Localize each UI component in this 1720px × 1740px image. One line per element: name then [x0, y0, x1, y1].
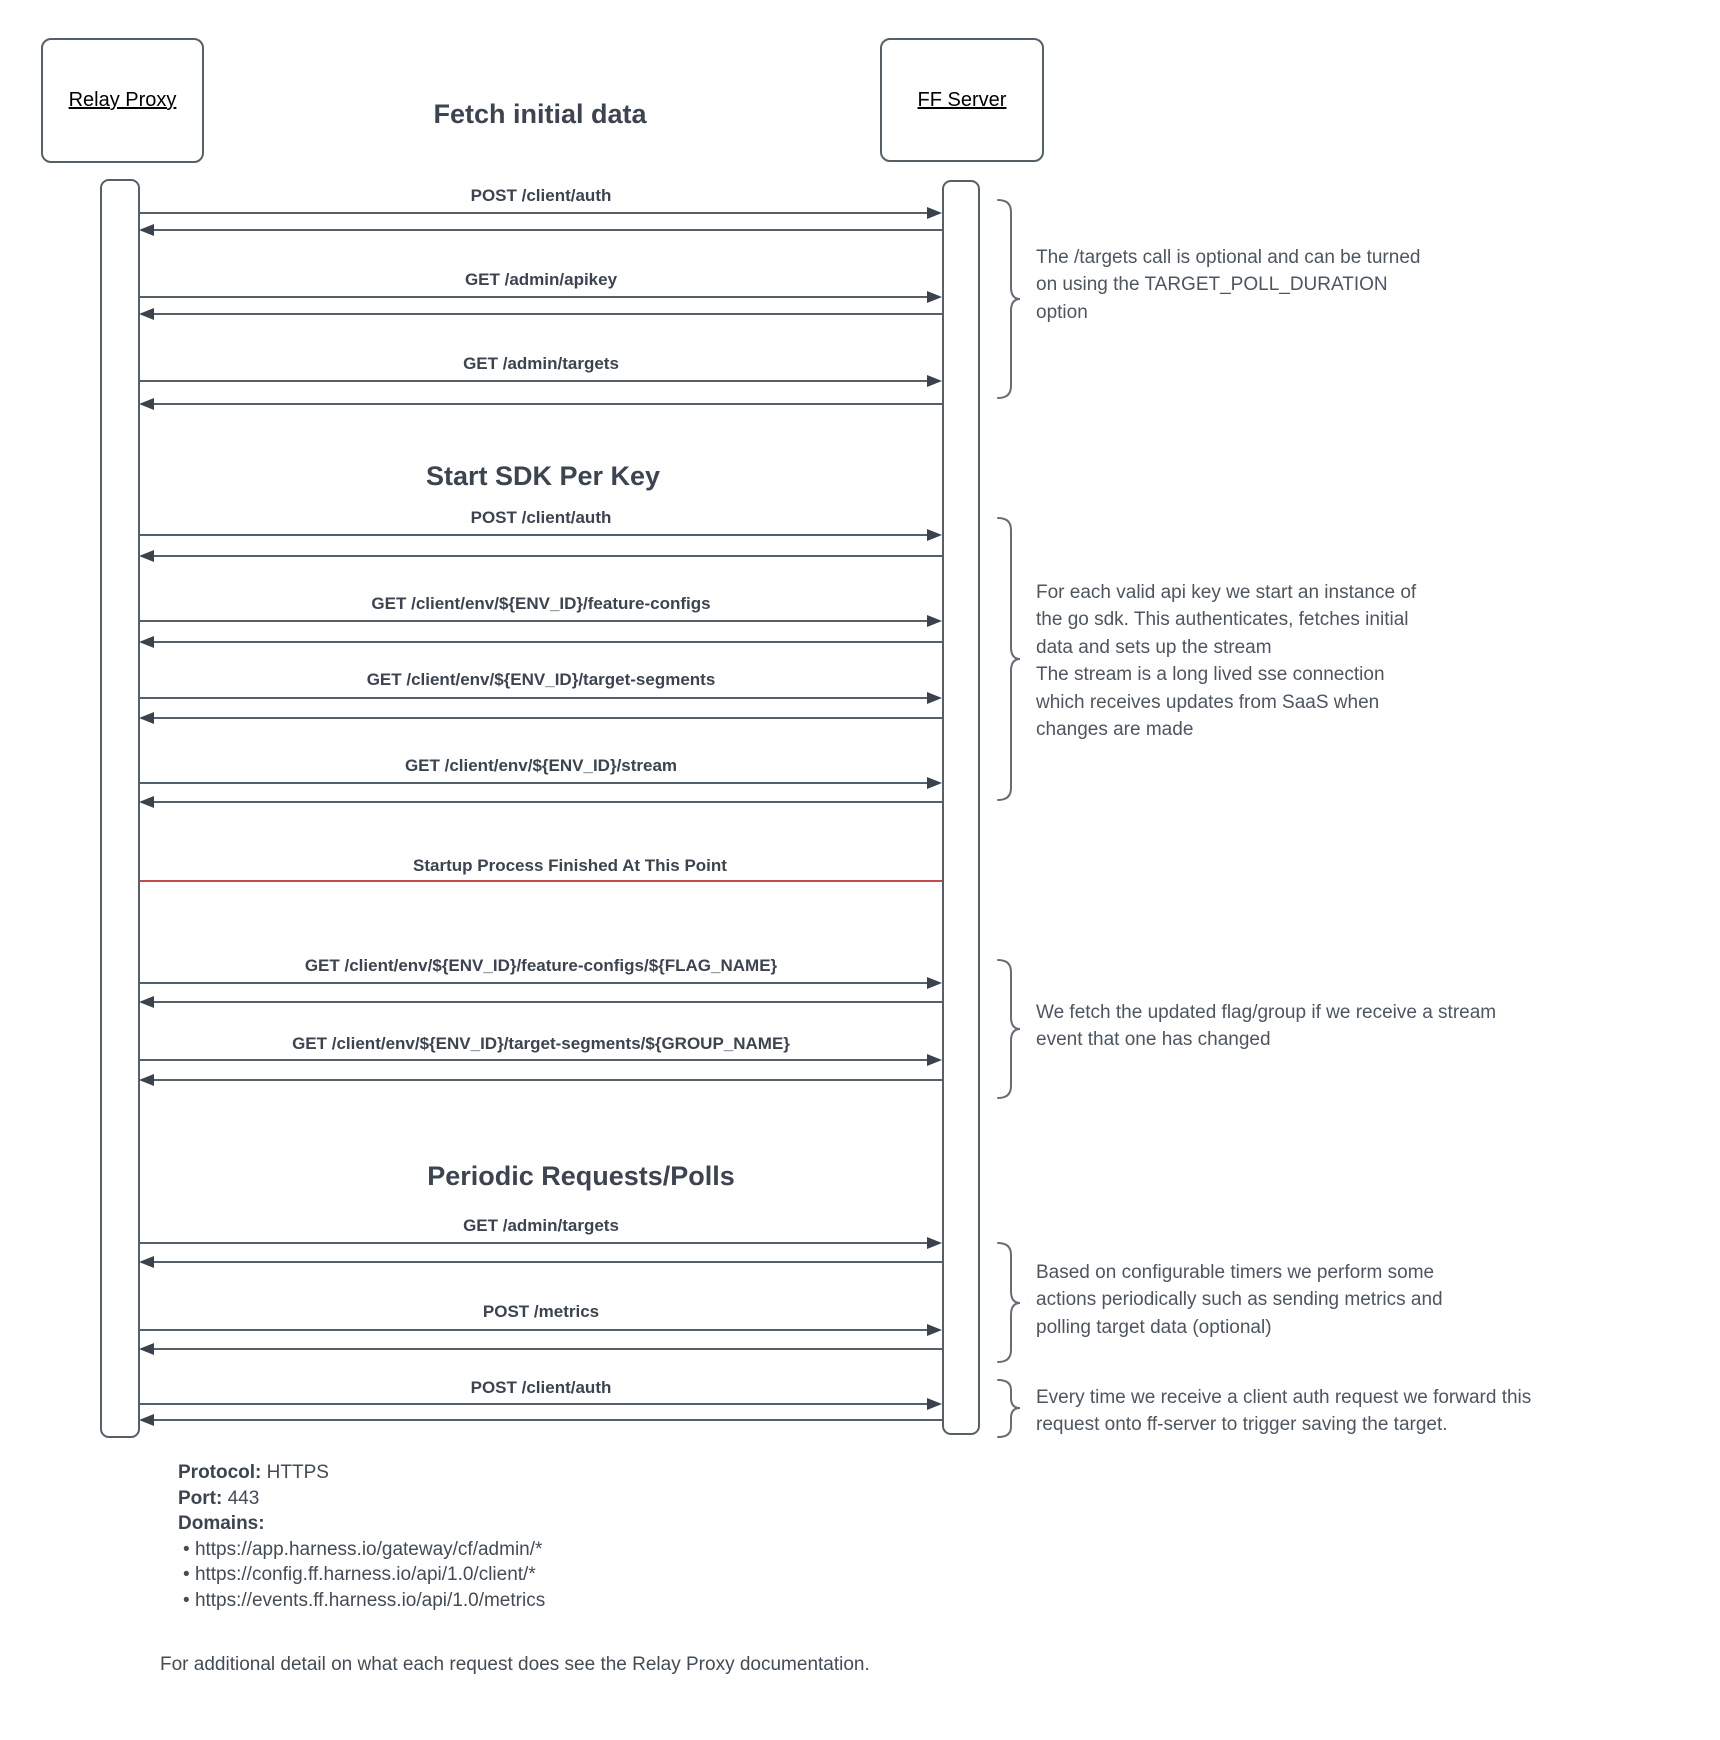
connection-info: Protocol: HTTPS Port: 443 Domains: https… [178, 1460, 545, 1613]
protocol-value: HTTPS [266, 1462, 329, 1483]
separator-label: Startup Process Finished At This Point [413, 856, 727, 875]
response-arrowhead-icon [139, 1256, 154, 1268]
response-line [154, 801, 942, 803]
annotation-targets-optional: The /targets call is optional and can be… [1036, 247, 1421, 323]
response-line [154, 1079, 942, 1081]
domain-url: https://app.harness.io/gateway/cf/admin/… [178, 1537, 545, 1563]
actor-relay-proxy: Relay Proxy [41, 38, 204, 163]
response-arrowhead-icon [139, 796, 154, 808]
brace-periodic-timers [997, 1242, 1021, 1363]
message-label: GET /client/env/${ENV_ID}/stream [404, 756, 678, 775]
response-line [154, 229, 942, 231]
response-arrowhead-icon [139, 1074, 154, 1086]
message-label: GET /admin/targets [463, 354, 619, 373]
response-line [154, 555, 942, 557]
request-line [140, 1242, 928, 1244]
response-line [154, 313, 942, 315]
request-line [140, 534, 928, 536]
message-label: GET /admin/targets [463, 1216, 619, 1235]
message-label: GET /client/env/${ENV_ID}/feature-config… [304, 956, 778, 975]
request-line [140, 697, 928, 699]
documentation-note: For additional detail on what each reque… [160, 1654, 870, 1675]
request-line [140, 1329, 928, 1331]
annotation-client-auth-forward: Every time we receive a client auth requ… [1036, 1387, 1532, 1436]
response-line [154, 717, 942, 719]
request-line [140, 1059, 928, 1061]
annotation-periodic-timers: Based on configurable timers we perform … [1036, 1262, 1443, 1338]
request-arrowhead-icon [927, 692, 942, 704]
domain-url: https://config.ff.harness.io/api/1.0/cli… [178, 1562, 545, 1588]
message-label: POST /client/auth [470, 1378, 612, 1397]
domains-label: Domains: [178, 1513, 265, 1534]
response-arrowhead-icon [139, 550, 154, 562]
request-arrowhead-icon [927, 1398, 942, 1410]
response-arrowhead-icon [139, 712, 154, 724]
response-line [154, 403, 942, 405]
lifeline-bar-relay-proxy [100, 179, 140, 1438]
heading-periodic-requests: Periodic Requests/Polls [427, 1161, 735, 1191]
message-label: GET /admin/apikey [464, 270, 618, 289]
request-arrowhead-icon [927, 529, 942, 541]
response-line [154, 1419, 942, 1421]
response-line [154, 641, 942, 643]
request-arrowhead-icon [927, 1237, 942, 1249]
message-label: GET /client/env/${ENV_ID}/target-segment… [292, 1034, 790, 1053]
response-line [154, 1348, 942, 1350]
actor-ff-server-label: FF Server [917, 88, 1007, 111]
heading-start-sdk-per-key: Start SDK Per Key [425, 461, 661, 491]
request-line [140, 982, 928, 984]
request-line [140, 380, 928, 382]
brace-client-auth-forward [997, 1379, 1021, 1438]
message-label: GET /client/env/${ENV_ID}/feature-config… [371, 594, 711, 613]
port-label: Port: [178, 1487, 223, 1509]
request-arrowhead-icon [927, 977, 942, 989]
response-arrowhead-icon [139, 1414, 154, 1426]
request-arrowhead-icon [927, 615, 942, 627]
message-label: POST /metrics [482, 1302, 600, 1321]
request-arrowhead-icon [927, 1324, 942, 1336]
domain-url: https://events.ff.harness.io/api/1.0/met… [178, 1588, 545, 1614]
message-label: GET /client/env/${ENV_ID}/target-segment… [366, 670, 716, 689]
response-line [154, 1001, 942, 1003]
brace-sdk-per-key [997, 517, 1021, 801]
separator-red-line [140, 880, 942, 882]
title-fetch-initial-data: Fetch initial data [433, 99, 647, 129]
request-line [140, 782, 928, 784]
lifeline-bar-ff-server [942, 180, 980, 1435]
request-arrowhead-icon [927, 777, 942, 789]
request-line [140, 620, 928, 622]
request-arrowhead-icon [927, 1054, 942, 1066]
message-label: POST /client/auth [470, 186, 612, 205]
response-arrowhead-icon [139, 224, 154, 236]
annotation-stream-updates: We fetch the updated flag/group if we re… [1036, 1002, 1497, 1051]
request-arrowhead-icon [927, 207, 942, 219]
protocol-label: Protocol: [178, 1462, 262, 1483]
message-label: POST /client/auth [470, 508, 612, 527]
response-line [154, 1261, 942, 1263]
request-line [140, 212, 928, 214]
request-line [140, 1403, 928, 1405]
response-arrowhead-icon [139, 308, 154, 320]
request-line [140, 296, 928, 298]
domains-row: Domains: [178, 1511, 545, 1537]
response-arrowhead-icon [139, 398, 154, 410]
port-row: Port: 443 [178, 1486, 545, 1512]
request-arrowhead-icon [927, 375, 942, 387]
actor-relay-proxy-label: Relay Proxy [68, 89, 177, 111]
response-arrowhead-icon [139, 996, 154, 1008]
brace-stream-updates [997, 959, 1021, 1099]
protocol-row: Protocol: HTTPS [178, 1460, 545, 1486]
port-value: 443 [227, 1487, 260, 1509]
request-arrowhead-icon [927, 291, 942, 303]
response-arrowhead-icon [139, 636, 154, 648]
actor-ff-server: FF Server [880, 38, 1044, 162]
brace-targets-optional [997, 199, 1021, 399]
annotation-sdk-per-key: For each valid api key we start an insta… [1036, 582, 1417, 741]
response-arrowhead-icon [139, 1343, 154, 1355]
